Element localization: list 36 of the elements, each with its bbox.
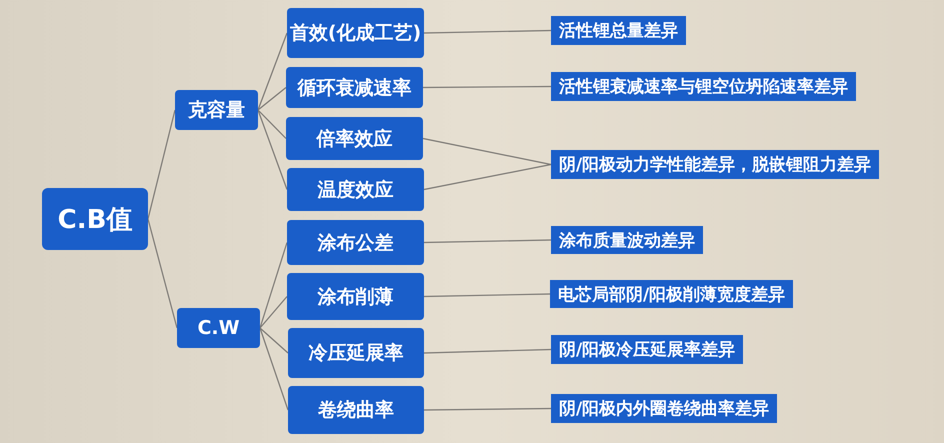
process-box: 冷压延展率 [288,328,424,378]
connector-line [147,218,178,328]
connector-line [260,328,288,354]
connector-line [424,239,552,244]
process-box: 涂布质量波动差异 [551,226,703,254]
process-box: 温度效应 [287,168,424,211]
connector-line [424,348,552,354]
connector-line [423,86,551,88]
process-box: 涂布公差 [287,220,424,265]
process-box: C.B值 [42,188,148,250]
process-box: 循环衰减速率 [286,67,423,108]
process-box: 阴/阳极冷压延展率差异 [551,335,744,364]
connector-line [424,408,551,411]
process-box: 阴/阳极动力学性能差异，脱嵌锂阻力差异 [551,150,880,179]
connector-line [260,296,288,328]
connector-line [259,328,289,410]
process-box: 卷绕曲率 [288,386,424,434]
connector-line [259,242,288,328]
process-box: 活性锂衰减速率与锂空位坍陷速率差异 [551,72,856,101]
connector-line [257,110,288,190]
connector-line [422,138,552,166]
process-box: 首效(化成工艺) [287,8,424,58]
connector-line [258,110,286,139]
connector-line [258,87,286,110]
process-box: 克容量 [175,90,258,130]
connector-line [424,30,552,34]
process-box: 涂布削薄 [287,273,424,320]
connector-line [424,164,552,190]
process-box: 电芯局部阴/阳极削薄宽度差异 [550,280,794,308]
process-box: 阴/阳极内外圈卷绕曲率差异 [551,394,778,423]
connector-line [257,32,288,110]
process-box: 倍率效应 [286,117,423,160]
connector-line [424,293,550,298]
process-box: 活性锂总量差异 [551,16,686,45]
process-box: C.W [177,308,260,348]
connector-line [147,110,176,220]
